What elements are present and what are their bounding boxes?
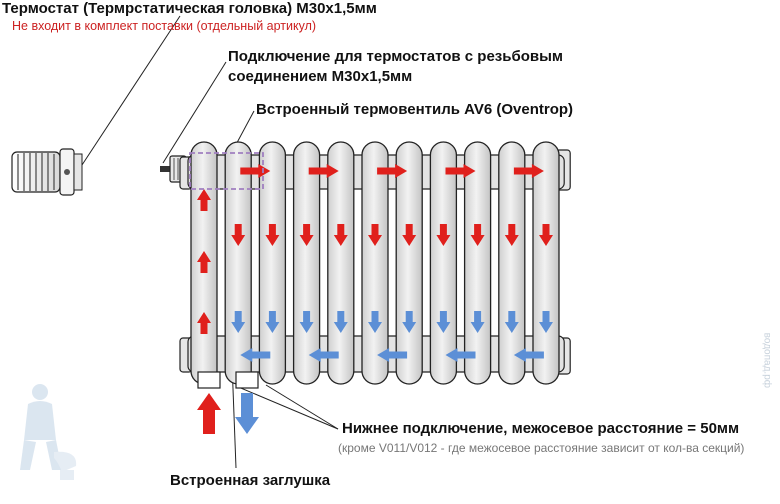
cold-flow-arrow-left bbox=[308, 348, 339, 362]
thermostat-title: Термостат (Термрстатическая головка) М30… bbox=[2, 0, 377, 17]
leader-lines bbox=[81, 15, 339, 469]
radiator-section bbox=[463, 141, 492, 385]
hot-flow-arrow-right bbox=[513, 164, 544, 178]
hot-flow-arrow-down bbox=[265, 224, 280, 246]
radiator-section bbox=[258, 141, 287, 385]
cold-flow-arrow-down bbox=[402, 311, 417, 333]
radiator-section bbox=[429, 141, 458, 385]
hot-flow-arrow-down bbox=[333, 224, 348, 246]
valve-label: Встроенный термовентиль AV6 (Oventrop) bbox=[256, 101, 574, 118]
radiator-body bbox=[179, 141, 571, 385]
hot-flow-arrow-down bbox=[402, 224, 417, 246]
cold-flow-arrow-down bbox=[265, 311, 280, 333]
cold-flow-arrow-down bbox=[333, 311, 348, 333]
hot-flow-arrow-right bbox=[308, 164, 339, 178]
watermark-text: водопад.рф bbox=[761, 332, 772, 388]
cold-flow-arrow-down bbox=[539, 311, 553, 333]
radiator-section bbox=[532, 141, 560, 385]
cold-flow-arrow-down bbox=[436, 311, 451, 333]
cold-flow-arrow-left bbox=[240, 348, 271, 362]
radiator-section bbox=[395, 141, 423, 385]
leader-thermostat bbox=[81, 15, 181, 166]
hot-flow-arrow-up bbox=[197, 251, 211, 273]
hot-flow-arrow-up bbox=[197, 189, 211, 211]
leader-bottom-1 bbox=[265, 384, 339, 430]
cold-flow-arrow-down bbox=[470, 311, 485, 333]
cold-flow-arrow-down bbox=[299, 311, 314, 333]
cold-flow-arrow-down bbox=[231, 311, 246, 333]
plumber-mascot-icon bbox=[20, 384, 77, 480]
plug-label: Встроенная заглушка bbox=[170, 472, 331, 489]
hot-flow-arrow-down bbox=[231, 224, 246, 246]
radiator-section bbox=[361, 141, 389, 385]
radiator-section bbox=[292, 141, 321, 385]
inlet-hot-arrow bbox=[197, 393, 221, 434]
cold-flow-arrow-down bbox=[368, 311, 382, 333]
hot-flow-arrow-right bbox=[240, 164, 271, 178]
integrated-valve-box bbox=[189, 152, 264, 190]
hot-flow-arrow-right bbox=[377, 164, 408, 178]
bottom-connection-note: (кроме V011/V012 - где межосевое расстоя… bbox=[338, 441, 745, 455]
outlet-cold-arrow bbox=[235, 393, 259, 434]
hot-flow-arrow-down bbox=[504, 224, 519, 246]
bottom-connection-pipes bbox=[197, 371, 259, 434]
hot-flow-arrow-down bbox=[368, 224, 382, 246]
hot-flow-arrow-down bbox=[436, 224, 451, 246]
thermostat-note: Не входит в комплект поставки (отдельный… bbox=[12, 19, 317, 33]
cold-flow-arrow-left bbox=[377, 348, 408, 362]
hot-flow-arrow-down bbox=[539, 224, 553, 246]
hot-flow-arrow-right bbox=[445, 164, 476, 178]
radiator-section bbox=[224, 141, 252, 385]
hot-flow-arrow-up bbox=[197, 312, 211, 334]
cold-flow-arrow-left bbox=[445, 348, 476, 362]
thermostat-head-icon bbox=[11, 148, 83, 196]
cold-flow-arrow-left bbox=[513, 348, 544, 362]
connection-label-line1: Подключение для термостатов с резьбовым bbox=[228, 48, 564, 65]
hot-flow-arrow-down bbox=[470, 224, 485, 246]
leader-connection bbox=[162, 61, 227, 164]
cold-flow-arrow-down bbox=[504, 311, 519, 333]
radiator-section bbox=[498, 141, 526, 385]
flow-arrows bbox=[197, 164, 553, 362]
connection-label-line2: соединением М30х1,5мм bbox=[228, 68, 413, 85]
hot-flow-arrow-down bbox=[299, 224, 314, 246]
bottom-connection-label: Нижнее подключение, межосевое расстояние… bbox=[342, 420, 740, 437]
radiator-section bbox=[327, 141, 355, 385]
